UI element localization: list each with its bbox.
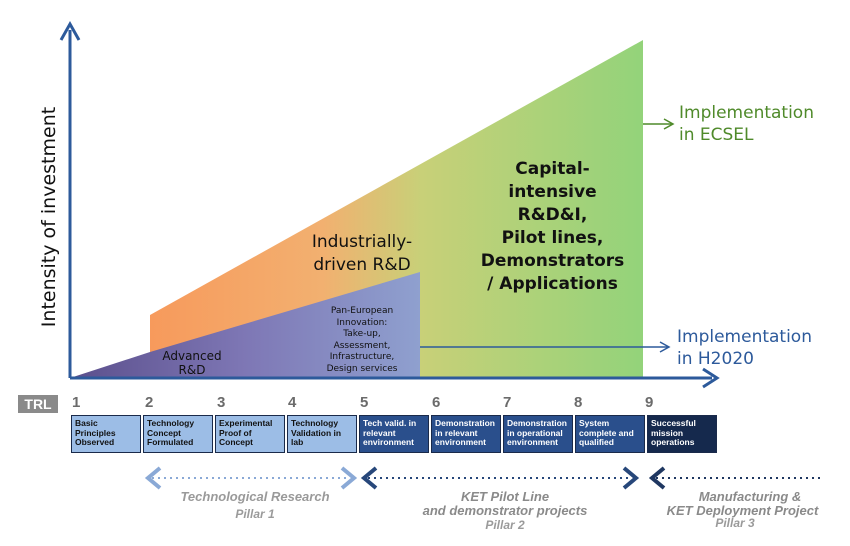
trl-level-box: Successful mission operations <box>647 415 717 453</box>
pillar1-title: Technological Research <box>180 489 330 504</box>
trl-number: 4 <box>288 394 297 411</box>
trl-level-box: Technology Validation in lab <box>287 415 357 453</box>
x-axis-arrow-icon <box>702 367 720 389</box>
h2020-arrow-icon <box>659 341 671 353</box>
pillar3-title: Manufacturing & <box>698 489 802 504</box>
pillar1-right-arrow-icon <box>340 466 358 490</box>
trl-level-box: Tech valid. in relevant environment <box>359 415 429 453</box>
trl-number: 1 <box>72 394 81 411</box>
trl-tag: TRL <box>18 395 58 413</box>
trl-level-box: Demonstration in operational environment <box>503 415 573 453</box>
trl-level-box: Basic Principles Observed <box>71 415 141 453</box>
trl-level-box: System complete and qualified <box>575 415 645 453</box>
trl-number: 6 <box>432 394 441 411</box>
trl-number: 3 <box>217 394 226 411</box>
capital-intensive-label: Capital- intensive R&D&I, Pilot lines, D… <box>480 159 625 294</box>
pillar2-title: KET Pilot Line <box>460 489 550 504</box>
trl-number: 9 <box>645 394 654 411</box>
pillar3-sub: Pillar 3 <box>715 516 755 530</box>
advanced-rd-label: Advanced R&D <box>162 349 222 377</box>
trl-level-box: Experimental Proof of Concept <box>215 415 285 453</box>
implementation-ecsel-label: Implementation in ECSEL <box>679 103 814 145</box>
y-axis-arrow-icon <box>59 20 81 41</box>
pillar2-sub: Pillar 2 <box>485 518 525 532</box>
industrial-capital-region <box>150 40 643 378</box>
trl-number: 2 <box>145 394 154 411</box>
pillar1-left-arrow-icon <box>144 466 162 490</box>
industrially-driven-label: Industrially- driven R&D <box>311 232 413 275</box>
pan-european-label: Pan-European Innovation: Take-up, Assess… <box>326 306 398 374</box>
pillar3-title2: KET Deployment Project <box>666 503 819 518</box>
trl-number: 5 <box>360 394 369 411</box>
pillar2-left-arrow-icon <box>360 466 378 490</box>
pillar2-title2: and demonstrator projects <box>422 503 588 518</box>
y-axis-label: Intensity of investment <box>38 106 60 328</box>
trl-number: 8 <box>574 394 583 411</box>
advanced-paneuropean-region <box>70 272 420 378</box>
trl-level-box: Technology Concept Formulated <box>143 415 213 453</box>
trl-number: 7 <box>503 394 512 411</box>
implementation-h2020-label: Implementation in H2020 <box>677 327 812 369</box>
pillar3-left-arrow-icon <box>648 466 666 490</box>
ecsel-arrow-icon <box>663 118 675 130</box>
pillar2-right-arrow-icon <box>622 466 640 490</box>
trl-level-box: Demonstration in relevant environment <box>431 415 501 453</box>
pillar1-sub: Pillar 1 <box>235 507 275 521</box>
